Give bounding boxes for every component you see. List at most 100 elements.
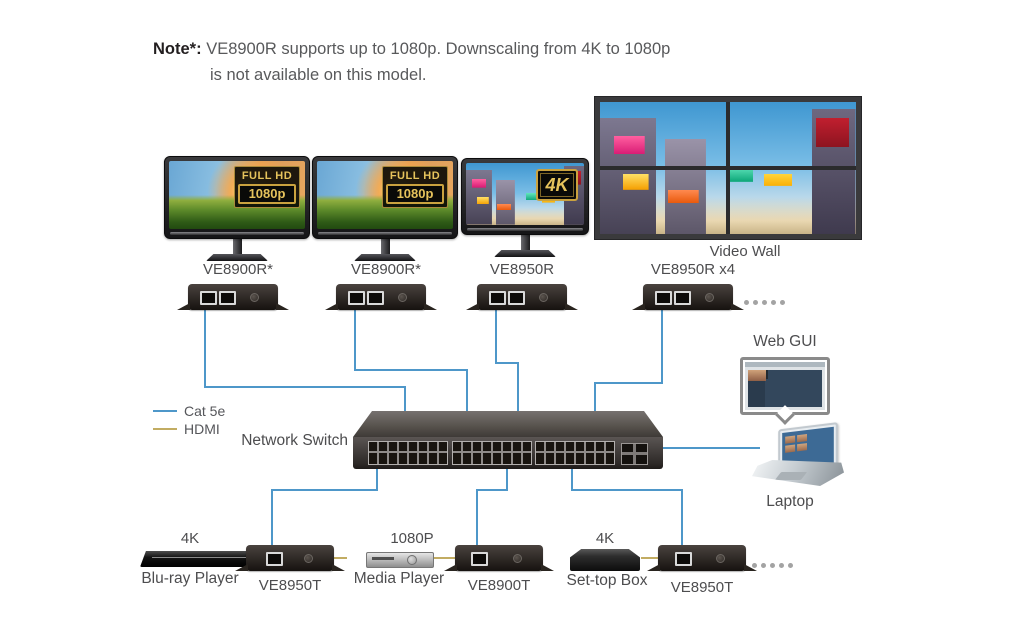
video-wall (594, 96, 862, 240)
led-icon (250, 293, 259, 302)
rj45-port-icon (471, 552, 488, 566)
network-switch-label: Network Switch (241, 432, 348, 449)
cat5e-cable-segment (681, 489, 683, 554)
cat5e-cable-segment (476, 489, 478, 554)
led-icon (513, 554, 522, 563)
cat5e-cable-segment (495, 362, 519, 364)
transmitter-label: VE8900T (467, 577, 531, 594)
rj45-port-group (535, 441, 615, 465)
led-icon (398, 293, 407, 302)
rj45-port-icon (266, 552, 283, 566)
source-quality-label: 4K (595, 530, 615, 547)
rj45-port-icon (489, 291, 506, 305)
source-quality-label: 1080P (390, 530, 434, 547)
rj45-port-icon (367, 291, 384, 305)
hdmi-cable (641, 557, 660, 559)
cat5e-cable-segment (204, 386, 406, 388)
laptop-trackpad (774, 472, 808, 480)
switch-top-face (353, 411, 663, 437)
more-transmitters-ellipsis (752, 555, 797, 573)
transmitter-label: VE8950T (258, 577, 322, 594)
source-quality-label: 4K (180, 530, 200, 547)
badge-resolution: 1080p (386, 184, 444, 204)
web-gui-label: Web GUI (753, 333, 817, 350)
video-wall-label: Video Wall (709, 243, 781, 260)
cat5e-cable-segment (661, 308, 663, 384)
cat5e-cable-segment (476, 489, 508, 491)
laptop-keyboard (752, 460, 844, 486)
transmitter-ve8950t-2 (658, 545, 746, 571)
led-icon (304, 554, 313, 563)
cat5e-legend-label: Cat 5e (184, 403, 226, 419)
led-icon (716, 554, 725, 563)
cat5e-legend-line (153, 410, 177, 412)
monitor-screen: 4K (466, 163, 584, 225)
laptop-illustration (752, 422, 844, 490)
rj45-port-icon (675, 552, 692, 566)
receiver-ve8950r (477, 284, 567, 310)
cat5e-cable-segment (466, 369, 468, 445)
receiver-label: VE8900R* (202, 261, 274, 278)
rj45-port-icon (674, 291, 691, 305)
receiver-ve8950r-x4 (643, 284, 733, 310)
monitor-4k: 4K (461, 158, 589, 257)
set-top-box-illustration (570, 549, 640, 571)
hdmi-legend-line (153, 428, 177, 430)
receiver-label: VE8950R (489, 261, 555, 278)
badge-title: FULL HD (389, 170, 441, 182)
network-switch (353, 411, 663, 469)
monitor-stand-base (354, 254, 416, 261)
monitor-fullhd-2: FULL HD 1080p (312, 156, 458, 261)
cat5e-cable-segment (376, 467, 378, 491)
rj45-port-group (452, 441, 532, 465)
monitor-stand-base (494, 250, 556, 257)
fullhd-1080p-badge: FULL HD 1080p (382, 166, 448, 208)
transmitter-label: VE8950T (670, 579, 734, 596)
rj45-port-icon (655, 291, 672, 305)
monitor-fullhd-1: FULL HD 1080p (164, 156, 310, 261)
cat5e-cable-segment (571, 489, 683, 491)
badge-resolution: 1080p (238, 184, 296, 204)
receiver-ve8900r-1 (188, 284, 278, 310)
source-name-label: Media Player (353, 570, 445, 587)
transmitter-ve8900t (455, 545, 543, 571)
cat5e-cable-segment (354, 308, 356, 371)
cat5e-cable-segment (495, 308, 497, 364)
monitor-bezel: FULL HD 1080p (312, 156, 458, 239)
rj45-port-icon (348, 291, 365, 305)
monitor-stand-neck (380, 239, 390, 255)
transmitter-ve8950t-1 (246, 545, 334, 571)
cat5e-cable-segment (204, 308, 206, 388)
monitor-screen: FULL HD 1080p (169, 161, 305, 229)
receiver-ve8900r-2 (336, 284, 426, 310)
more-receivers-ellipsis (744, 292, 789, 310)
rj45-port-icon (200, 291, 217, 305)
cat5e-cable-segment (594, 382, 663, 384)
monitor-bezel: 4K (461, 158, 589, 235)
note-prefix: Note*: (153, 40, 202, 58)
monitor-screen: FULL HD 1080p (317, 161, 453, 229)
4k-badge: 4K (536, 169, 578, 201)
web-gui-callout (740, 357, 830, 415)
receiver-label: VE8900R* (350, 261, 422, 278)
web-gui-screenshot (745, 362, 825, 410)
led-icon (539, 293, 548, 302)
cat5e-cable-segment (517, 362, 519, 445)
monitor-stand-neck (232, 239, 242, 255)
led-icon (705, 293, 714, 302)
note-line2: is not available on this model. (210, 66, 427, 84)
hdmi-cable (433, 557, 457, 559)
hdmi-legend-label: HDMI (184, 421, 220, 437)
rj45-port-icon (508, 291, 525, 305)
cat5e-cable-segment (271, 489, 378, 491)
monitor-stand-base (206, 254, 268, 261)
video-wall-grid-lines (600, 102, 856, 234)
cat5e-cable-segment (571, 467, 573, 491)
note-line1: VE8900R supports up to 1080p. Downscalin… (206, 40, 671, 58)
receiver-label: VE8950R x4 (650, 261, 736, 278)
source-name-label: Blu-ray Player (141, 570, 239, 587)
fullhd-1080p-badge: FULL HD 1080p (234, 166, 300, 208)
uplink-port-group (621, 443, 648, 465)
badge-title: FULL HD (241, 170, 293, 182)
